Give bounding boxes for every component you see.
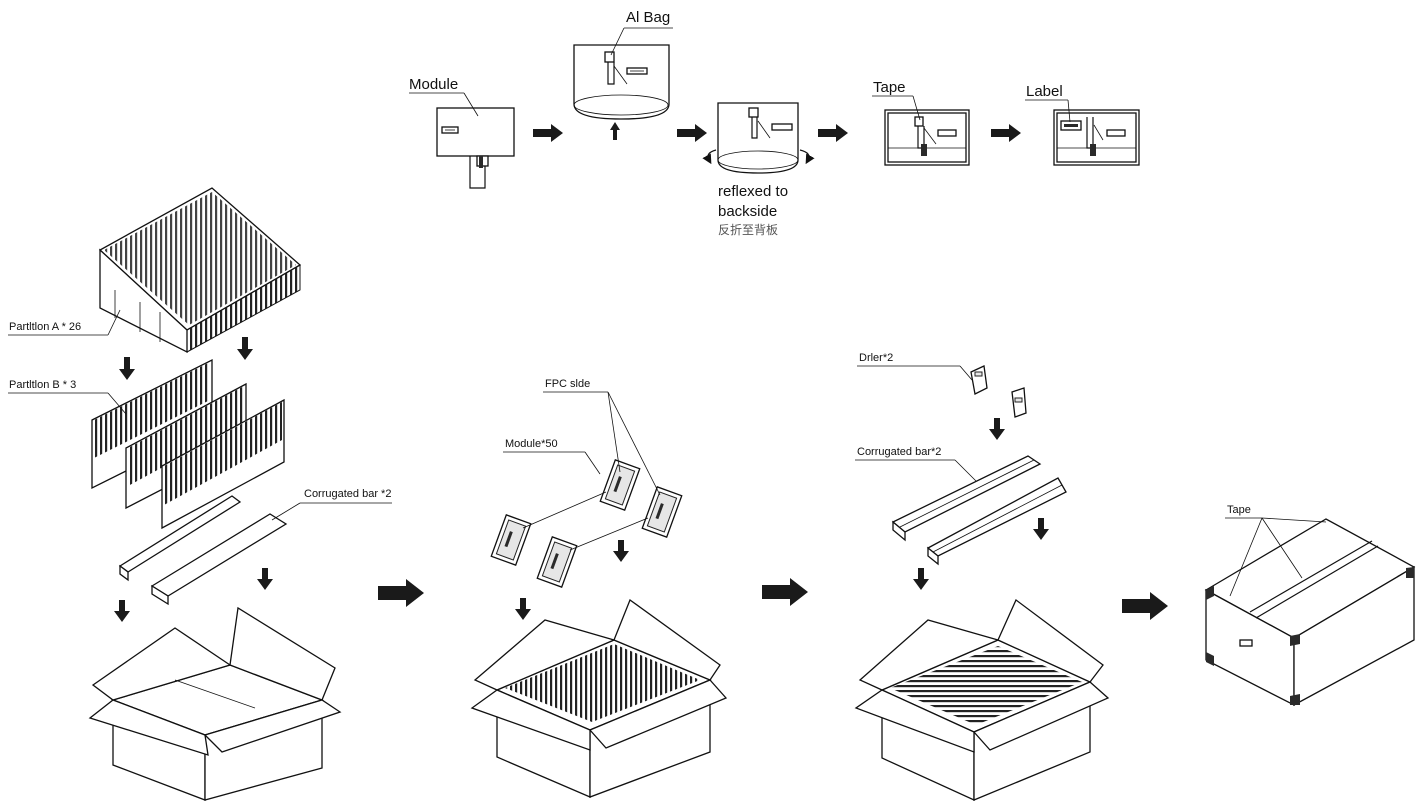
- drier-callout: Drler*2: [857, 352, 973, 381]
- partition-a-label: Partltlon A * 26: [9, 321, 81, 333]
- reflex-text-cn: 反折至背板: [718, 222, 778, 237]
- closed-carton: [1204, 518, 1416, 707]
- label-label: Label: [1026, 83, 1063, 100]
- partition-b-sheets: [91, 358, 285, 530]
- open-carton-partitions: [470, 598, 728, 798]
- tape-final-callout: Tape: [1225, 504, 1327, 597]
- reflexed-bag-figure: [702, 102, 815, 174]
- partition-b-callout: Partltlon B * 3: [8, 379, 127, 415]
- reflex-text-line2: backside: [718, 203, 777, 220]
- arrow-right-icon: [991, 124, 1021, 142]
- corrugated-bar-callout-1: Corrugated bar *2: [271, 488, 392, 521]
- tape-callout: Tape: [872, 79, 921, 121]
- arrow-right-icon: [533, 124, 563, 142]
- label-callout: Label: [1025, 83, 1071, 123]
- taped-bag-figure: [884, 109, 970, 166]
- reflex-text-line1: reflexed to: [718, 183, 788, 200]
- labelled-bag-figure: [1053, 109, 1140, 166]
- fpc-side-callout: FPC slde: [543, 378, 661, 496]
- arrow-right-icon: [677, 124, 707, 142]
- drier-label: Drler*2: [859, 352, 893, 364]
- arrow-right-icon: [762, 578, 808, 606]
- arrow-up-icon: [610, 122, 620, 140]
- partition-b-label: Partltlon B * 3: [9, 379, 76, 391]
- module-count-callout: Module*50: [503, 438, 601, 475]
- module-label: Module: [409, 76, 458, 93]
- arrow-right-icon: [1122, 592, 1168, 620]
- modules-group: [490, 459, 683, 588]
- corrugated-bar-label-2: Corrugated bar*2: [857, 446, 941, 458]
- module-figure: [436, 107, 515, 189]
- drier-packs: [970, 365, 1027, 418]
- open-carton-filled: [854, 598, 1110, 802]
- arrow-down-icon: [913, 518, 1049, 590]
- partition-a-stack: [98, 187, 302, 354]
- al-bag-figure: [573, 44, 670, 120]
- arrow-right-icon: [818, 124, 848, 142]
- fpc-side-label: FPC slde: [545, 378, 590, 390]
- arrow-down-icon: [119, 337, 253, 380]
- corrugated-bars-2: [891, 455, 1067, 566]
- module-count-label: Module*50: [505, 438, 558, 450]
- arrow-right-icon: [378, 579, 424, 607]
- corrugated-bar-label-1: Corrugated bar *2: [304, 488, 391, 500]
- tape-label: Tape: [873, 79, 906, 96]
- arrow-down-icon: [114, 568, 273, 622]
- corrugated-bar-callout-2: Corrugated bar*2: [855, 446, 977, 482]
- open-carton-empty: [88, 606, 342, 801]
- arrow-down-icon: [989, 418, 1005, 440]
- tape-final-label: Tape: [1227, 504, 1251, 516]
- partition-a-callout: Partltlon A * 26: [8, 309, 121, 336]
- al-bag-callout: Al Bag: [610, 9, 673, 56]
- al-bag-label: Al Bag: [626, 9, 670, 26]
- arrow-down-icon: [515, 540, 629, 620]
- module-callout: Module: [409, 76, 479, 117]
- corrugated-bars-1: [118, 495, 288, 606]
